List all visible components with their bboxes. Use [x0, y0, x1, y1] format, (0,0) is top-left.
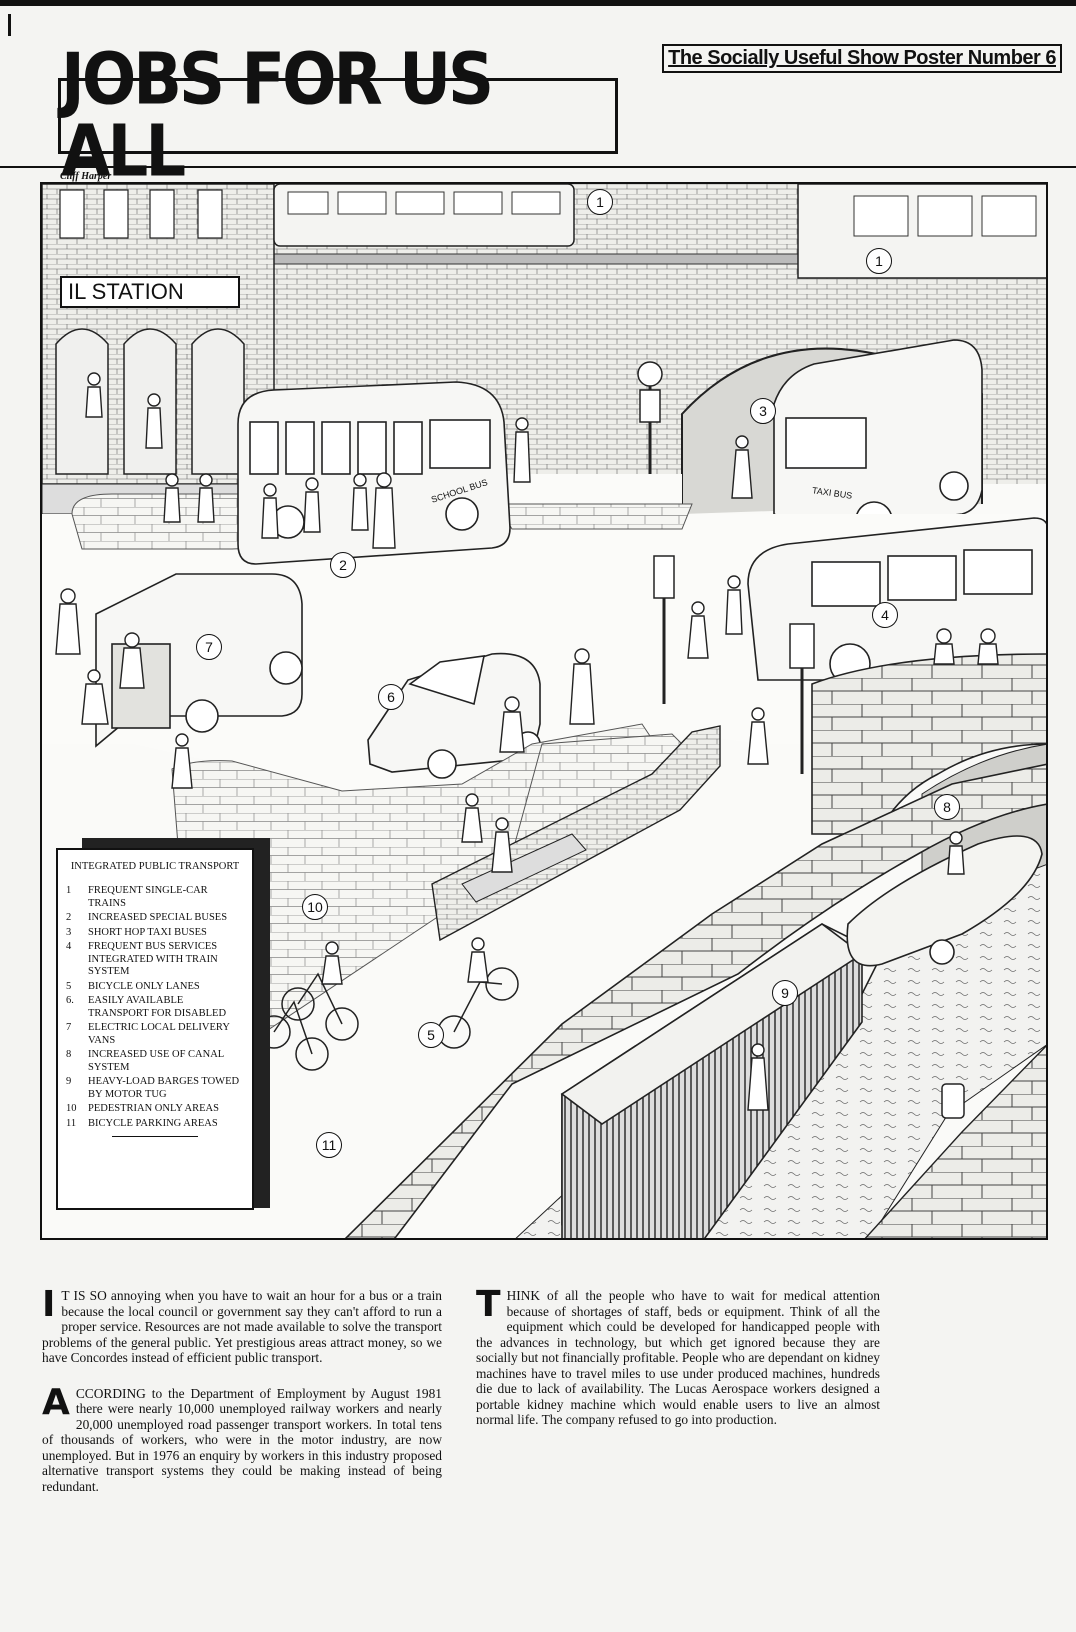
marker-3-taxi-bus: 3 [750, 398, 776, 424]
illustrator-credit: Cliff Harper [60, 171, 112, 182]
marker-1-train: 1 [587, 189, 613, 215]
legend-divider [112, 1136, 198, 1137]
marker-7-van: 7 [196, 634, 222, 660]
marker-6-car: 6 [378, 684, 404, 710]
page-title: JOBS FOR US ALL [61, 38, 494, 194]
station-sign: IL STATION [60, 276, 240, 308]
top-border [0, 0, 1076, 6]
drop-cap: T [476, 1284, 501, 1325]
legend-item: 6.EASILY AVAILABLE TRANSPORT FOR DISABLE… [66, 995, 227, 1019]
marker-4-bus: 4 [872, 602, 898, 628]
marker-10-pedestrian: 10 [302, 894, 328, 920]
corner-mark [8, 14, 11, 36]
poster-number: The Socially Useful Show Poster Number 6 [662, 44, 1062, 73]
marker-8-canal: 8 [934, 794, 960, 820]
page-title-box: JOBS FOR US ALL [58, 44, 618, 188]
drop-cap: A [42, 1381, 70, 1423]
illustration-drawing [42, 184, 1046, 1238]
header-rule [0, 166, 1076, 168]
marker-1-train-right: 1 [866, 248, 892, 274]
marker-11-bike-parking: 11 [316, 1132, 342, 1158]
legend-title: INTEGRATED PUBLIC TRANSPORT [70, 861, 240, 872]
marker-9-barge: 9 [772, 980, 798, 1006]
marker-2-school-bus: 2 [330, 552, 356, 578]
marker-5-bicycle-lane: 5 [418, 1022, 444, 1048]
transport-illustration: IL STATION SCHOOL BUS TAXI BUS 1 1 2 3 4… [40, 182, 1048, 1240]
drop-cap: I [42, 1284, 56, 1325]
